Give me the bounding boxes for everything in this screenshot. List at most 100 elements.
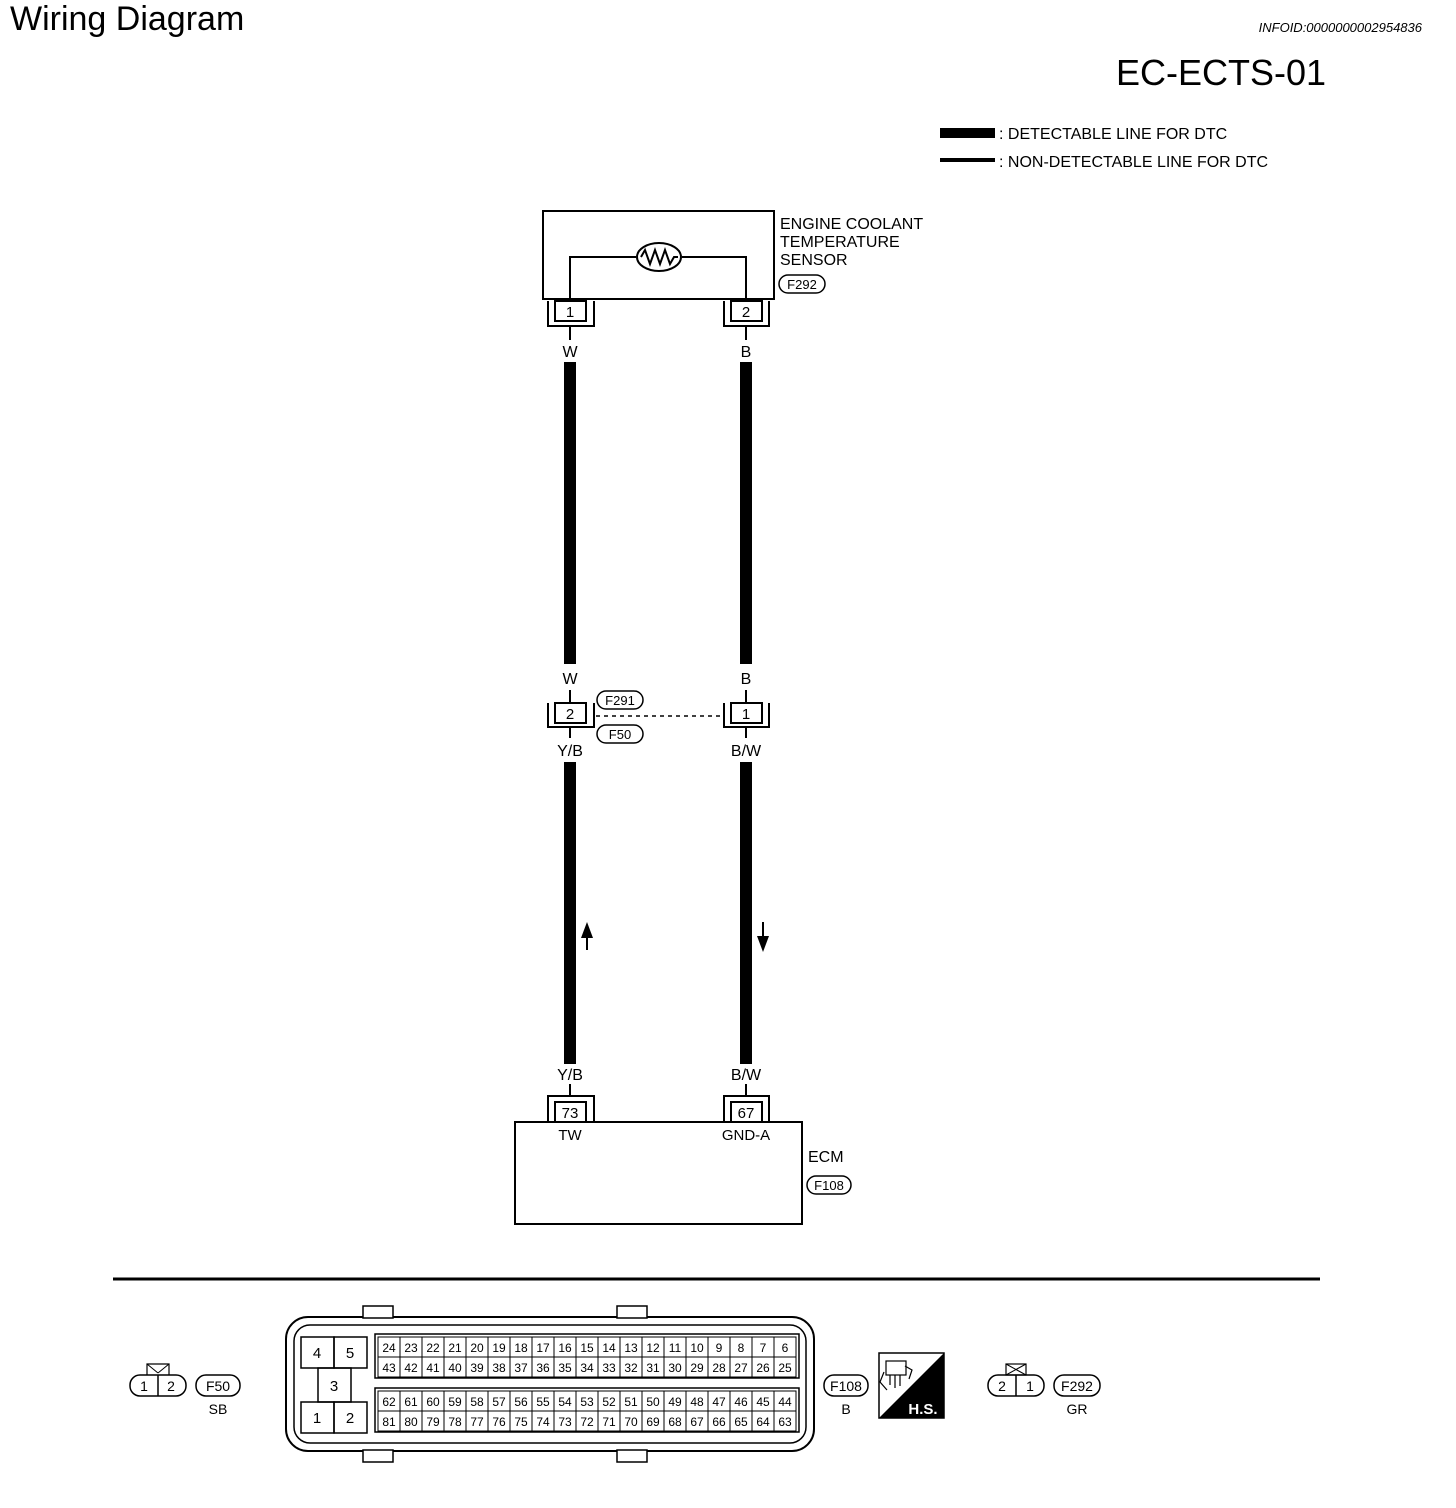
f108-pin-49: 49 [668, 1395, 682, 1409]
f108-pin-10: 10 [690, 1341, 704, 1355]
sensor-internal-wire-right [682, 256, 747, 314]
f108-pin-38: 38 [492, 1361, 506, 1375]
f108-pin-41: 41 [426, 1361, 440, 1375]
f108-pin-34: 34 [580, 1361, 594, 1375]
junction-connector-bottom: F50 [609, 727, 631, 742]
f108-pin-9: 9 [716, 1341, 723, 1355]
sensor-name-line-1: ENGINE COOLANT [780, 216, 923, 233]
f108-big-pin-1: 1 [313, 1410, 321, 1427]
wire-color-left-top: W [562, 344, 578, 361]
sensor-connector-badge [778, 274, 826, 294]
sensor-pin-right: 2 [723, 300, 770, 327]
f108-pin-block [374, 1387, 800, 1433]
wire-left-upper [564, 362, 576, 664]
wire-color-right-mid-top: B [741, 671, 752, 688]
f108-pin-79: 79 [426, 1415, 440, 1429]
f108-pin-11: 11 [669, 1341, 682, 1355]
wire-right-upper [740, 362, 752, 664]
info-id: INFOID:0000000002954836 [1258, 20, 1422, 35]
f292-pin-2: 2 [998, 1378, 1006, 1394]
ecm-connector-badge [806, 1175, 852, 1195]
f108-pin-19: 19 [492, 1341, 506, 1355]
f108-big-pin-2: 2 [346, 1410, 354, 1427]
sensor-name-line-2: TEMPERATURE [780, 234, 900, 251]
f50-color: SB [209, 1401, 228, 1417]
f108-pin-12: 12 [646, 1341, 660, 1355]
wire-color-right-mid-bottom: B/W [731, 743, 762, 760]
f108-pin-block [374, 1333, 800, 1379]
f108-pin-52: 52 [602, 1395, 616, 1409]
connector-hand-icon [879, 1360, 913, 1391]
f108-pin-50: 50 [646, 1395, 660, 1409]
f108-pin-cell [773, 1356, 797, 1378]
f108-pin-65: 65 [734, 1415, 748, 1429]
f108-pin-36: 36 [536, 1361, 550, 1375]
f108-pin-81: 81 [382, 1415, 396, 1429]
ecm-pin-67: 67 [738, 1105, 755, 1122]
f292-pin-1: 1 [1026, 1378, 1034, 1394]
f108-pin-74: 74 [536, 1415, 550, 1429]
wire-color-right-top: B [741, 344, 752, 361]
f108-pin-7: 7 [760, 1341, 767, 1355]
ecm-pin-left: 73 [547, 1095, 595, 1123]
f108-pin-14: 14 [602, 1341, 616, 1355]
wire-left-lower [564, 762, 576, 1064]
f108-pin-60: 60 [426, 1395, 440, 1409]
f108-big-pin-4: 4 [313, 1345, 321, 1362]
f108-pin-80: 80 [404, 1415, 418, 1429]
f108-pin-20: 20 [470, 1341, 484, 1355]
f50-pin-2: 2 [167, 1378, 175, 1394]
connector-view-f108-label: F108 B [823, 1374, 869, 1417]
sensor-pin-1: 1 [566, 304, 574, 321]
f108-pin-33: 33 [602, 1361, 616, 1375]
f108-pin-55: 55 [536, 1395, 550, 1409]
hs-label: H.S. [908, 1401, 937, 1418]
ecm-terminal-tw: TW [558, 1127, 582, 1144]
f108-pin-cell [773, 1410, 797, 1432]
harness-side-icon: H.S. [878, 1352, 945, 1419]
f108-pin-17: 17 [536, 1341, 550, 1355]
f108-pin-21: 21 [448, 1341, 462, 1355]
f108-pin-42: 42 [404, 1361, 418, 1375]
f108-pin-59: 59 [448, 1395, 462, 1409]
junction-connector-top: F291 [605, 693, 635, 708]
f108-pin-77: 77 [470, 1415, 484, 1429]
f108-pin-13: 13 [624, 1341, 638, 1355]
f108-pin-16: 16 [558, 1341, 572, 1355]
wire-color-left-bottom: Y/B [557, 1067, 583, 1084]
f108-pin-68: 68 [668, 1415, 682, 1429]
f108-code: F108 [830, 1378, 862, 1394]
wire-color-right-bottom: B/W [731, 1067, 762, 1084]
f108-pin-67: 67 [690, 1415, 704, 1429]
legend-detectable-label: : DETECTABLE LINE FOR DTC [999, 126, 1227, 143]
f108-pin-69: 69 [646, 1415, 660, 1429]
f108-pin-62: 62 [382, 1395, 396, 1409]
legend-detectable-line [940, 128, 995, 138]
f108-pin-70: 70 [624, 1415, 638, 1429]
junction-badge-f50 [596, 724, 644, 744]
f108-pin-27: 27 [734, 1361, 748, 1375]
f108-pin-30: 30 [668, 1361, 682, 1375]
ecm-box [514, 1121, 803, 1225]
page-title: Wiring Diagram [10, 0, 245, 38]
f108-pin-29: 29 [690, 1361, 704, 1375]
f108-pin-54: 54 [558, 1395, 572, 1409]
ecm-pin-right: 67 [723, 1095, 770, 1123]
legend-non-detectable-label: : NON-DETECTABLE LINE FOR DTC [999, 154, 1268, 171]
f108-pin-31: 31 [646, 1361, 660, 1375]
connector-view-f50: 1 2 F50 SB [129, 1363, 241, 1417]
junction-pin-1: 1 [742, 706, 750, 723]
f108-pin-64: 64 [756, 1415, 770, 1429]
sensor-connector-code: F292 [787, 277, 817, 292]
f108-pin-32: 32 [624, 1361, 638, 1375]
f108-pin-72: 72 [580, 1415, 594, 1429]
f108-pin-47: 47 [712, 1395, 726, 1409]
f108-pin-73: 73 [558, 1415, 572, 1429]
connector-view-f292: 2 1 F292 GR [987, 1363, 1101, 1417]
f108-pin-63: 63 [778, 1415, 792, 1429]
f108-pin-22: 22 [426, 1341, 440, 1355]
f108-pin-23: 23 [404, 1341, 418, 1355]
f50-code: F50 [206, 1378, 230, 1394]
